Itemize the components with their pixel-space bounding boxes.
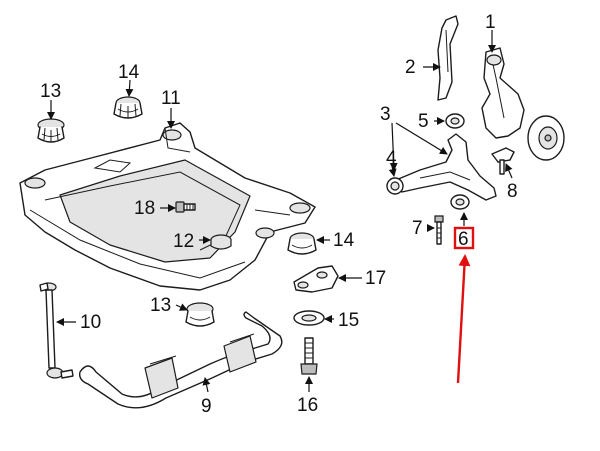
part-14-upper-mount (113, 96, 143, 119)
callout-1: 1 (485, 12, 496, 33)
callout-6-highlight-box (453, 226, 475, 250)
part-15-washer (293, 310, 325, 326)
callout-13-upper: 13 (40, 81, 61, 102)
callout-8: 8 (507, 181, 518, 202)
part-8-ball-joint (491, 147, 515, 175)
part-18-bolt (175, 201, 196, 213)
part-5-bushing (445, 113, 465, 129)
callout-9: 9 (201, 396, 212, 417)
part-1-knuckle (481, 47, 525, 139)
callout-2: 2 (405, 57, 416, 78)
part-9-stabilizer-bar (78, 311, 283, 409)
callout-13-lower: 13 (150, 295, 171, 316)
callout-5: 5 (418, 111, 429, 132)
part-13-lower-mount (185, 302, 215, 327)
callout-14-right: 14 (333, 230, 355, 251)
part-2-shield (437, 15, 459, 101)
subframe (19, 122, 316, 291)
part-13-upper-mount (37, 118, 65, 143)
part-10-stabilizer-link (39, 282, 74, 379)
callout-11: 11 (161, 88, 181, 109)
part-12-stop (210, 234, 232, 250)
callout-18: 18 (134, 198, 155, 219)
leader-lines (47, 30, 513, 393)
callout-12: 12 (173, 231, 194, 252)
part-6-bushing (450, 194, 470, 210)
callout-10: 10 (80, 312, 101, 333)
callout-6-highlight-arrow (456, 254, 471, 384)
part-16-bolt (300, 337, 318, 375)
part-7-bolt (434, 215, 444, 245)
callout-6-highlight (453, 226, 475, 384)
callout-7: 7 (412, 218, 423, 239)
part-14-right-mount (287, 232, 317, 255)
callout-6: 6 (458, 229, 469, 250)
part-1-hub (527, 115, 565, 161)
callout-16: 16 (297, 395, 318, 416)
part-4-bushing (386, 177, 404, 195)
callout-4: 4 (386, 148, 397, 169)
callout-3: 3 (380, 104, 391, 125)
callout-17: 17 (365, 268, 386, 289)
callout-15: 15 (338, 310, 359, 331)
part-17-bracket (293, 265, 339, 293)
callout-labels: 1 2 3 4 5 6 7 8 9 10 11 12 13 13 14 14 1… (40, 12, 518, 417)
part-3-control-arm (395, 133, 497, 201)
callout-14-upper: 14 (118, 62, 140, 83)
